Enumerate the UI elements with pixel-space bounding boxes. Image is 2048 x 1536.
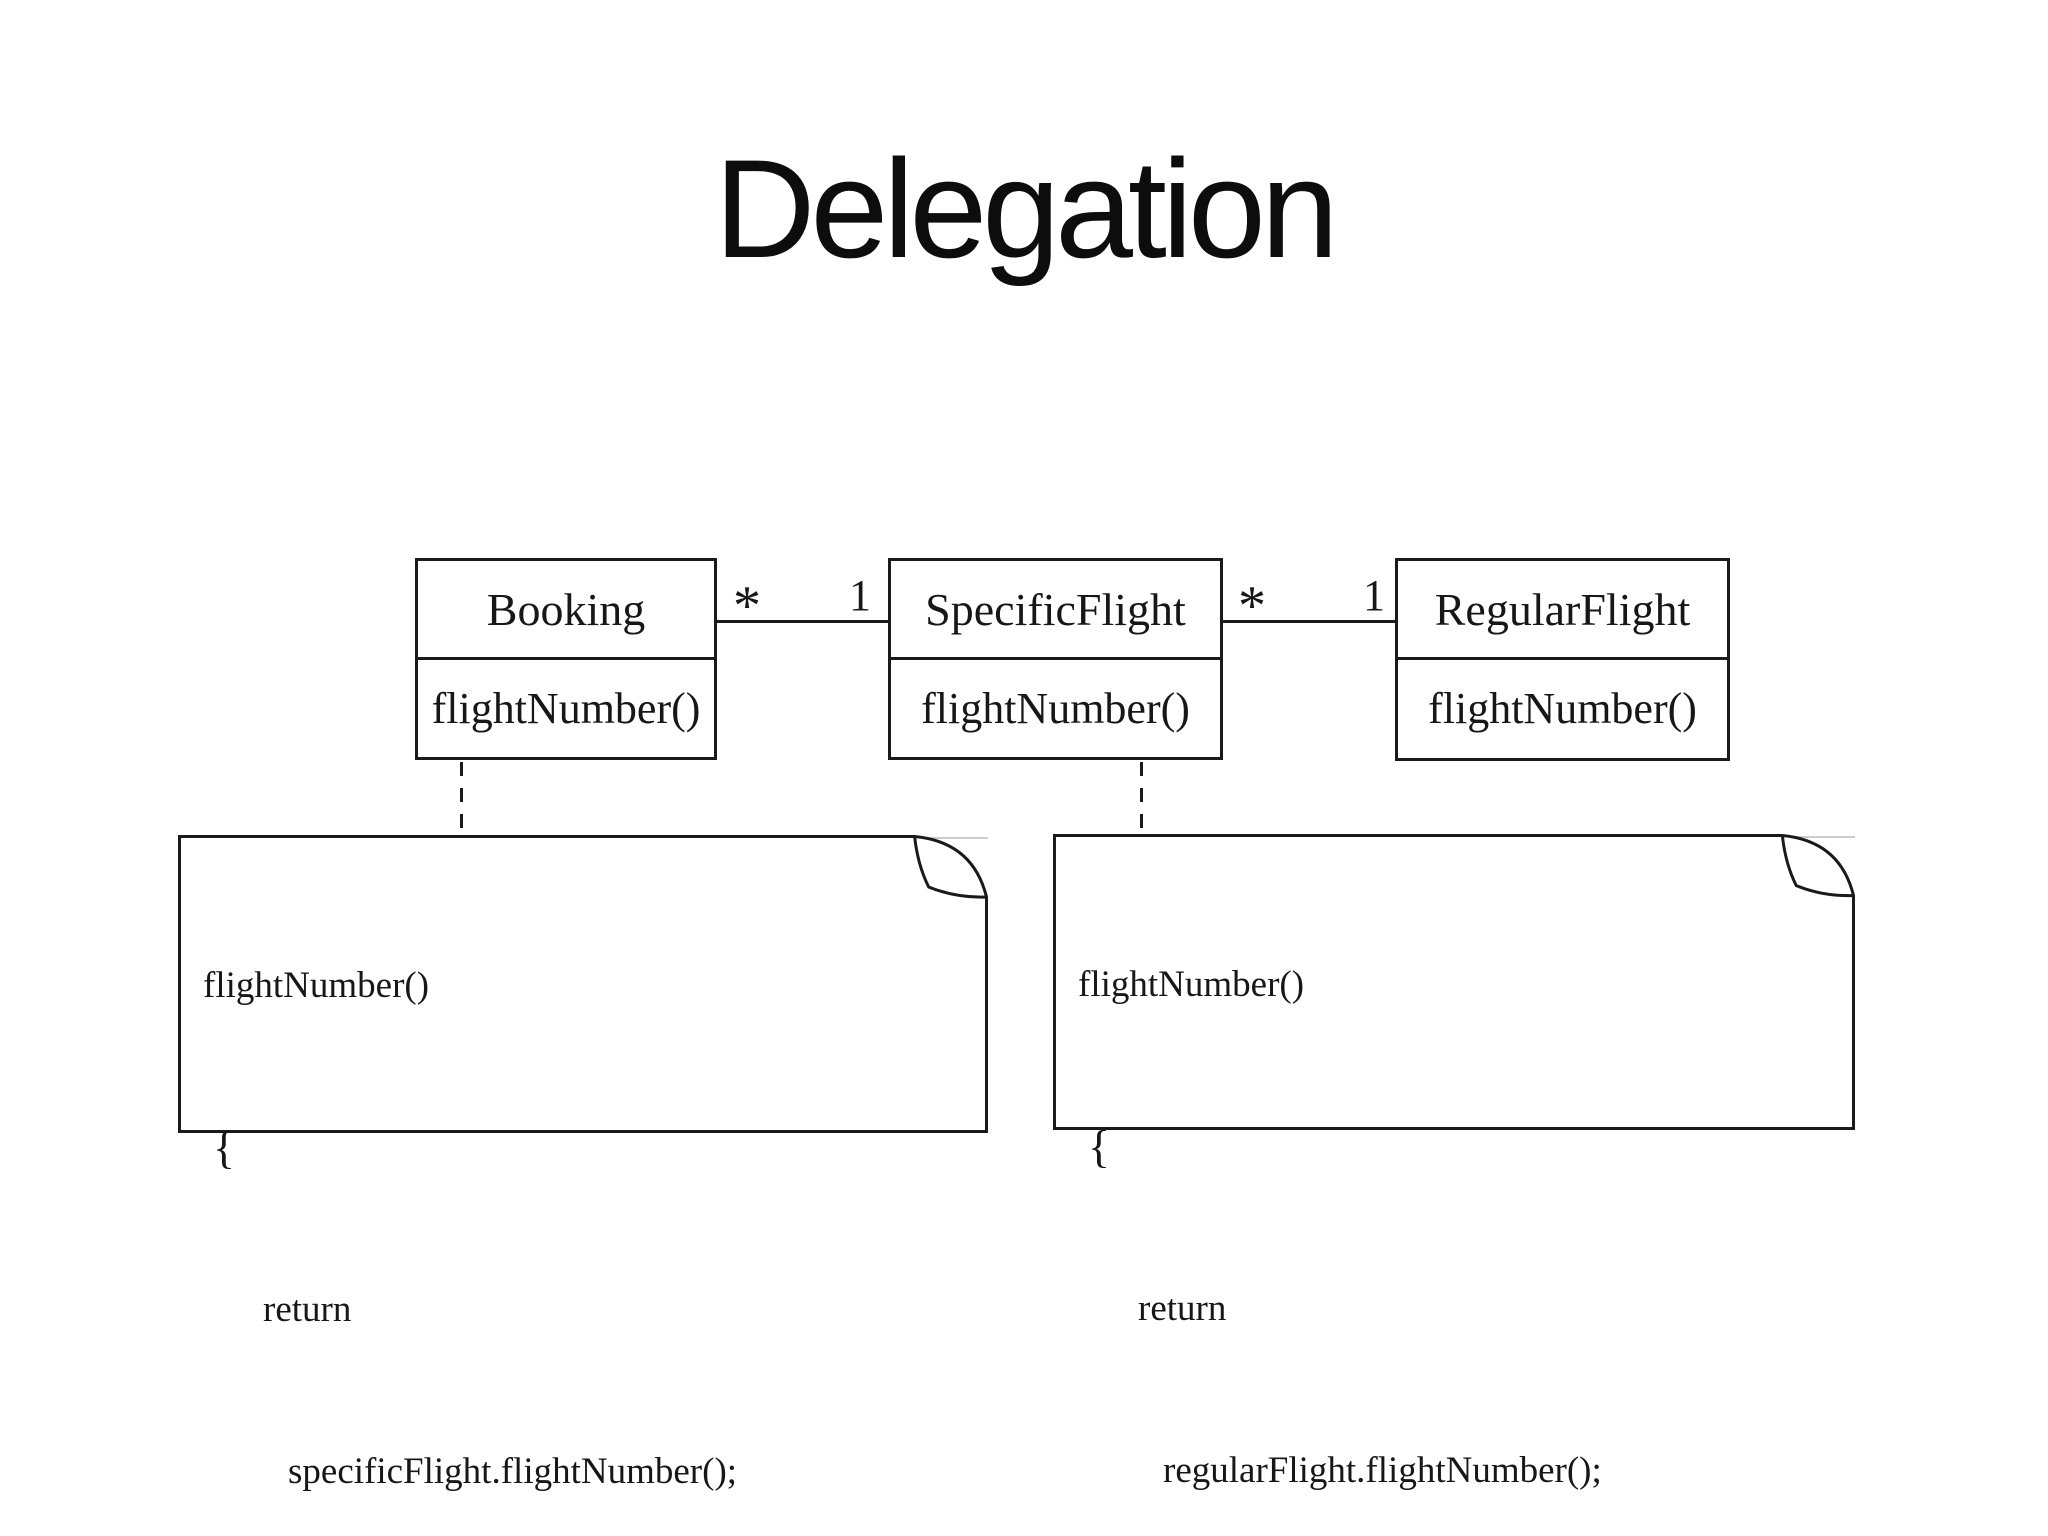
code-line: flightNumber() (203, 965, 430, 1006)
note-code: flightNumber() { return specificFlight.f… (203, 851, 737, 1536)
multiplicity-label: 1 (1363, 571, 1385, 620)
code-line: { (213, 1122, 236, 1173)
note-outline-icon (1053, 834, 1855, 1130)
note-anchor-line (460, 762, 463, 835)
code-line: return (1138, 1288, 1227, 1329)
class-method: flightNumber() (431, 684, 701, 733)
code-line: flightNumber() (1078, 964, 1305, 1005)
association-line-booking-specificflight (717, 620, 888, 623)
note-outline-icon (178, 835, 988, 1133)
class-box-specificflight: SpecificFlight flightNumber() (888, 558, 1223, 760)
multiplicity-label: * (1238, 575, 1266, 637)
association-line-specificflight-regularflight (1223, 620, 1395, 623)
uml-note-specificflight: flightNumber() { return regularFlight.fl… (1053, 834, 1855, 1491)
multiplicity-label: * (733, 575, 761, 637)
class-method: flightNumber() (921, 684, 1190, 733)
class-name: RegularFlight (1398, 561, 1727, 660)
class-name: SpecificFlight (891, 561, 1220, 660)
code-line: regularFlight.flightNumber(); (1163, 1450, 1602, 1491)
class-method: flightNumber() (1428, 684, 1697, 733)
note-code: flightNumber() { return regularFlight.fl… (1078, 850, 1602, 1536)
multiplicity-label: 1 (849, 571, 871, 620)
note-anchor-line (1140, 762, 1143, 834)
class-box-booking: Booking flightNumber() (415, 558, 717, 760)
uml-note-booking: flightNumber() { return specificFlight.f… (178, 835, 988, 1492)
code-line: { (1088, 1121, 1111, 1172)
code-line: return (263, 1289, 352, 1330)
page-title: Delegation (714, 130, 1338, 287)
class-box-regularflight: RegularFlight flightNumber() (1395, 558, 1730, 761)
code-line: specificFlight.flightNumber(); (288, 1451, 738, 1492)
class-name: Booking (418, 561, 714, 660)
